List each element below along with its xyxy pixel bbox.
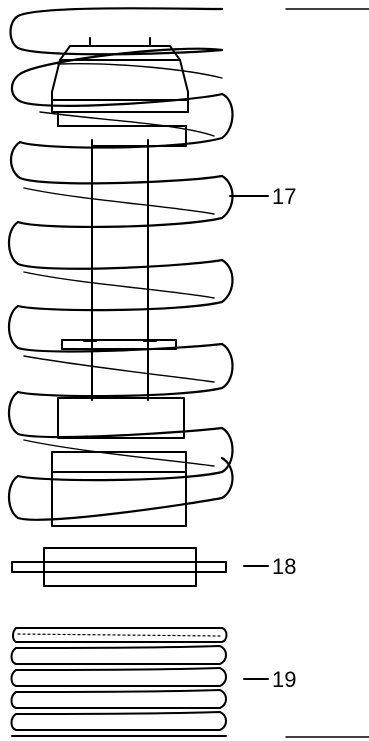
callout-19: 19: [272, 667, 296, 692]
upper-mount: [51, 37, 189, 147]
spring-seat: [11, 547, 269, 587]
callout-17: 17: [272, 184, 296, 209]
guide-plate: [61, 331, 177, 359]
helper-spring: [10, 627, 269, 737]
coil-spring-assembly: [7, 7, 269, 527]
damper-body: [51, 397, 187, 527]
spring-coils: [7, 7, 234, 521]
strut-shaft: [91, 139, 149, 401]
callout-18: 18: [272, 554, 296, 579]
